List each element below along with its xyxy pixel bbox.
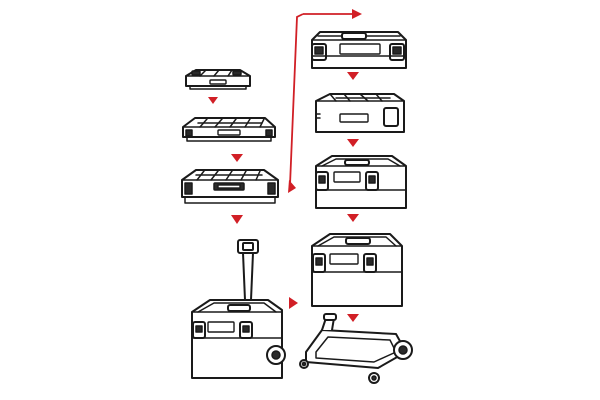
wheeled-platform-icon (299, 313, 413, 384)
large-organizer-icon (181, 169, 279, 204)
arrow-down-icon (347, 214, 359, 222)
arrow-down-icon (347, 72, 359, 80)
medium-toolbox-icon (315, 155, 407, 209)
connector-arrow-icon (288, 9, 362, 193)
arrow-down-icon (208, 97, 218, 104)
arrow-down-icon (231, 215, 243, 224)
arrow-down-icon (231, 154, 243, 162)
medium-organizer-icon (182, 117, 276, 142)
small-organizer-icon (185, 69, 251, 90)
tall-toolbox-icon (311, 233, 403, 307)
arrow-down-icon (347, 139, 359, 147)
arrow-down-icon (347, 314, 359, 322)
trolley-toolbox-icon (191, 239, 286, 379)
arrow-left-icon (289, 297, 298, 309)
open-tray-box-icon (315, 93, 405, 133)
flat-toolbox-icon (311, 31, 407, 69)
